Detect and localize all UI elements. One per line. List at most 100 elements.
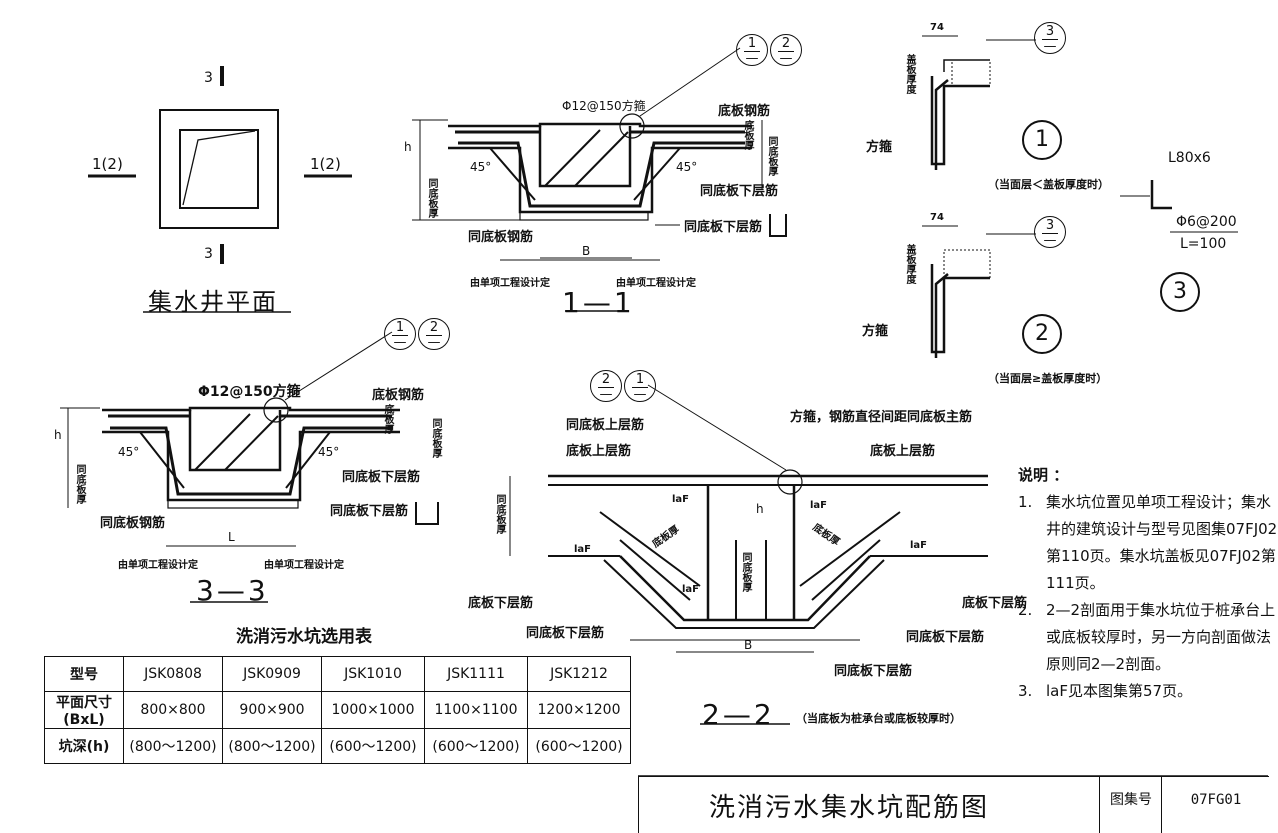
table-cell: 平面尺寸(BxL) <box>44 691 124 729</box>
sec33-base-rebar-label: 底板钢筋 <box>372 388 425 403</box>
sec33-by-project-right: 由单项工程设计定 <box>264 560 344 571</box>
note-item: 3. laF见本图集第57页。 <box>1018 678 1278 705</box>
table-cell: (600～1200) <box>527 728 631 764</box>
sec33-dim-l: L <box>228 530 235 544</box>
sec22-laf-5: laF <box>910 540 928 551</box>
sec33-stirrup-label: Φ12@150方箍 <box>198 384 301 400</box>
atlas-number: 07FG01 <box>1161 777 1270 833</box>
table-title: 洗消污水坑选用表 <box>236 627 372 647</box>
sec33-ref-1: 1— <box>384 318 416 350</box>
detail1-ref-3: 3— <box>1034 22 1066 54</box>
table-header-cell: JSK1010 <box>321 656 425 692</box>
note-item: 2.2—2剖面用于集水坑位于桩承台上或底板较厚时，另一方向剖面做法原则同2—2剖… <box>1018 597 1278 678</box>
sec22-thick-mid: 同底板厚 <box>740 552 751 592</box>
table-cell: (600～1200) <box>424 728 528 764</box>
note-item: 1. 集水坑位置见单项工程设计；集水井的建筑设计与型号见图集07FJ02第110页… <box>1018 489 1278 597</box>
sec11-dim-b: B <box>582 244 591 258</box>
section-2-2-drawing <box>509 384 988 725</box>
detail2-ref-3: 3— <box>1034 216 1066 248</box>
table-header-cell: JSK0808 <box>123 656 223 692</box>
sec22-lower-right-label: 底板下层筋 <box>962 596 1028 611</box>
sec11-same-bottom-lower-label-1: 同底板下层筋 <box>700 184 779 199</box>
selection-table: 型号 JSK0808 JSK0909 JSK1010 JSK1111 JSK12… <box>44 656 631 764</box>
notes-block: 说明 ： 1.集水坑位置见单项工程设计；集水井的建筑设计与型号见图集07FJ02… <box>1018 462 1278 705</box>
sec22-ref-1: 1— <box>624 370 656 402</box>
sec11-ref-1: 1— <box>736 34 768 66</box>
sec22-laf-4: laF <box>682 584 700 595</box>
sec33-same-bottom-lower-label-2: 同底板下层筋 <box>330 504 409 519</box>
sec22-ref-2: 2— <box>590 370 622 402</box>
note-number: 3. <box>1018 682 1033 700</box>
note-text: 集水坑位置见单项工程设计；集水井的建筑设计与型号见图集07FJ02第110页。集… <box>1046 493 1278 592</box>
sec22-same-lower-left-label: 同底板下层筋 <box>526 626 605 641</box>
sec11-angle-right: 45° <box>676 160 698 174</box>
sec33-angle-right: 45° <box>318 445 340 459</box>
sec11-angle-left: 45° <box>470 160 492 174</box>
sec22-same-upper-label: 同底板上层筋 <box>566 418 645 433</box>
sec22-upper-right-label: 底板上层筋 <box>870 444 936 459</box>
table-header-cell: JSK0909 <box>222 656 322 692</box>
table-cell: 1000×1000 <box>321 691 425 729</box>
table-cell: 900×900 <box>222 691 322 729</box>
detail3-angle-label: L80x6 <box>1168 150 1211 166</box>
table-cell: (600～1200) <box>321 728 425 764</box>
sec11-by-project-left: 由单项工程设计定 <box>470 278 550 289</box>
sec33-angle-left: 45° <box>118 445 140 459</box>
sec22-lower-left-label: 底板下层筋 <box>468 596 534 611</box>
note-text: 2—2剖面用于集水坑位于桩承台上或底板较厚时，另一方向剖面做法原则同2—2剖面。 <box>1046 601 1276 673</box>
detail1-cover-thick: 盖板厚度 <box>904 54 915 94</box>
detail1-note: （当面层＜盖板厚度时） <box>988 178 1109 191</box>
plan-title: 集水井平面 <box>148 288 278 316</box>
detail2-dim-74: 74 <box>930 212 944 223</box>
table-cell: 1100×1100 <box>424 691 528 729</box>
sec33-same-bottom-lower-label-1: 同底板下层筋 <box>342 470 421 485</box>
detail1-mark: 1 <box>1022 120 1062 160</box>
sec11-thick-left: 同底板厚 <box>426 178 437 218</box>
table-row: 坑深(h) (800～1200) (800～1200) (600～1200) (… <box>44 728 631 764</box>
table-row: 平面尺寸(BxL) 800×800 900×900 1000×1000 1100… <box>44 691 631 729</box>
table-header-cell: JSK1212 <box>527 656 631 692</box>
sec11-same-bottom-lower-label-2: 同底板下层筋 <box>684 220 763 235</box>
table-cell: 坑深(h) <box>44 728 124 764</box>
sec11-same-base-rebar-label: 同底板钢筋 <box>468 230 534 245</box>
sec11-thick-right-b: 同底板厚 <box>766 136 777 176</box>
plan-cut-right-label: 1(2) <box>310 155 341 173</box>
section-3-3-drawing <box>60 331 439 603</box>
plan-cut-left-label: 1(2) <box>92 155 123 173</box>
sec33-by-project-left: 由单项工程设计定 <box>118 560 198 571</box>
detail2-note: （当面层≥盖板厚度时） <box>988 372 1108 385</box>
sec22-title: 2—2 <box>702 698 775 731</box>
atlas-number-label: 图集号 <box>1099 777 1162 833</box>
detail1-stirrup-label: 方箍 <box>866 140 893 155</box>
detail-drawings <box>922 35 1238 358</box>
sec11-title: 1—1 <box>562 286 635 319</box>
sec22-same-lower-bottom-label: 同底板下层筋 <box>834 664 913 679</box>
sec33-ref-2: 2— <box>418 318 450 350</box>
detail1-dim-74: 74 <box>930 22 944 33</box>
note-text: laF见本图集第57页。 <box>1046 682 1193 700</box>
sec33-thick-right-a: 底板厚 <box>382 404 393 434</box>
drawing-title: 洗消污水集水坑配筋图 <box>709 793 990 823</box>
table-cell: 1200×1200 <box>527 691 631 729</box>
sec22-note: （当底板为桩承台或底板较厚时） <box>796 712 961 725</box>
detail3-bar-label: Φ6@200 <box>1176 214 1237 230</box>
sec11-base-rebar-label: 底板钢筋 <box>718 104 771 119</box>
sec33-title: 3—3 <box>196 574 269 607</box>
sec22-upper-left-label: 底板上层筋 <box>566 444 632 459</box>
table-header-cell: 型号 <box>44 656 124 692</box>
sec22-stirrup-note: 方箍，钢筋直径间距同底板主筋 <box>790 410 973 425</box>
detail3-bar-length: L=100 <box>1180 236 1227 252</box>
detail3-mark: 3 <box>1160 272 1200 312</box>
table-cell: (800～1200) <box>222 728 322 764</box>
sec22-dim-b: B <box>744 638 753 652</box>
detail2-cover-thick: 盖板厚度 <box>904 244 915 284</box>
sec33-same-base-rebar-label: 同底板钢筋 <box>100 516 166 531</box>
sec11-by-project-right: 由单项工程设计定 <box>616 278 696 289</box>
sec22-laf-2: laF <box>810 500 828 511</box>
detail2-stirrup-label: 方箍 <box>862 324 889 339</box>
note-number: 1. <box>1018 493 1033 511</box>
sec11-thick-right-a: 底板厚 <box>742 120 753 150</box>
plan-cut-top-label: 3 <box>204 70 213 86</box>
section-1-1-drawing <box>412 47 787 312</box>
table-cell: 800×800 <box>123 691 223 729</box>
